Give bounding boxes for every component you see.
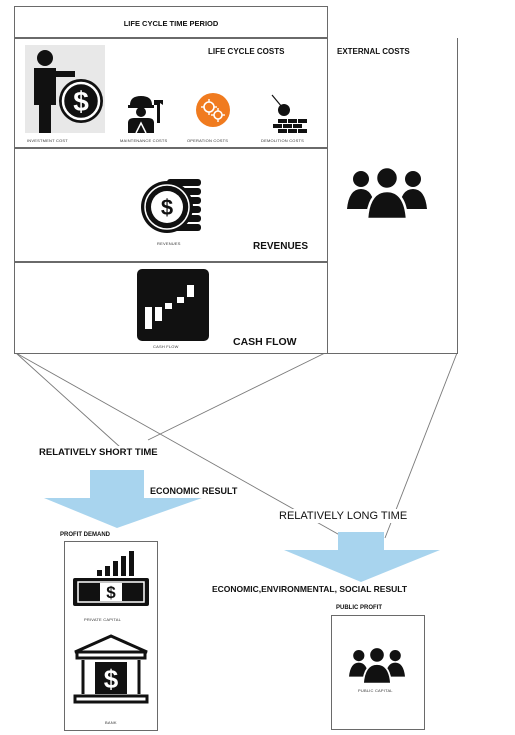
- life-cycle-cost-label: OPERATION COSTS: [187, 138, 229, 143]
- profit-demand-panel: $ PRIVATE CAPITAL $ BANK: [64, 541, 158, 731]
- people-group-icon: [349, 646, 405, 685]
- revenues-section: $ REVENUES REVENUES: [14, 148, 328, 262]
- short-time-label: RELATIVELY SHORT TIME: [36, 446, 161, 459]
- wrecking-ball-icon: [271, 94, 307, 133]
- life-cycle-costs-title: LIFE CYCLE COSTS: [208, 47, 285, 56]
- external-costs-panel: EXTERNAL COSTS: [326, 38, 458, 354]
- bank-icon: $: [73, 634, 149, 704]
- social-result-label: ECONOMIC,ENVIRONMENTAL, SOCIAL RESULT: [212, 584, 408, 594]
- investor-dollar-icon: $: [25, 45, 105, 133]
- economic-result-label: ECONOMIC RESULT: [150, 486, 238, 496]
- revenues-title: REVENUES: [253, 241, 309, 252]
- bank-label: BANK: [105, 720, 117, 725]
- header-title: LIFE CYCLE TIME PERIOD: [123, 19, 219, 28]
- cash-flow-title: CASH FLOW: [233, 336, 297, 348]
- life-cycle-cost-label: INVESTMENT COST: [27, 138, 68, 143]
- svg-text:$: $: [104, 664, 119, 694]
- short-term-arrow: [44, 470, 202, 528]
- cash-flow-icon-label: CASH FLOW: [153, 344, 179, 349]
- svg-text:$: $: [106, 583, 116, 602]
- life-cycle-time-period-header: LIFE CYCLE TIME PERIOD: [14, 6, 328, 38]
- public-capital-label: PUBLIC CAPITAL: [358, 688, 393, 693]
- cash-flow-chart-icon: [137, 269, 209, 341]
- public-profit-title: PUBLIC PROFIT: [336, 605, 382, 611]
- people-group-icon: [347, 165, 427, 221]
- private-capital-label: PRIVATE CAPITAL: [84, 617, 122, 622]
- life-cycle-cost-label: MAINTENANCE COSTS: [120, 138, 168, 143]
- long-term-arrow: [284, 532, 440, 582]
- long-time-label: RELATIVELY LONG TIME: [276, 509, 411, 523]
- life-cycle-costs-section: LIFE CYCLE COSTS $ INVESTMENT COST MAINT…: [14, 38, 328, 148]
- coin-stack-icon: $: [141, 179, 201, 233]
- external-costs-title: EXTERNAL COSTS: [337, 47, 410, 56]
- revenues-icon-label: REVENUES: [157, 241, 181, 246]
- gears-icon: [196, 93, 230, 127]
- cash-flow-section: CASH FLOW CASH FLOW: [14, 262, 328, 354]
- money-bills-icon: $: [73, 551, 149, 606]
- life-cycle-cost-label: DEMOLITION COSTS: [261, 138, 304, 143]
- maintenance-worker-icon: [128, 96, 163, 134]
- svg-text:$: $: [73, 86, 89, 117]
- profit-demand-title: PROFIT DEMAND: [60, 532, 110, 538]
- public-profit-panel: PUBLIC CAPITAL: [331, 615, 425, 730]
- svg-text:$: $: [161, 195, 173, 220]
